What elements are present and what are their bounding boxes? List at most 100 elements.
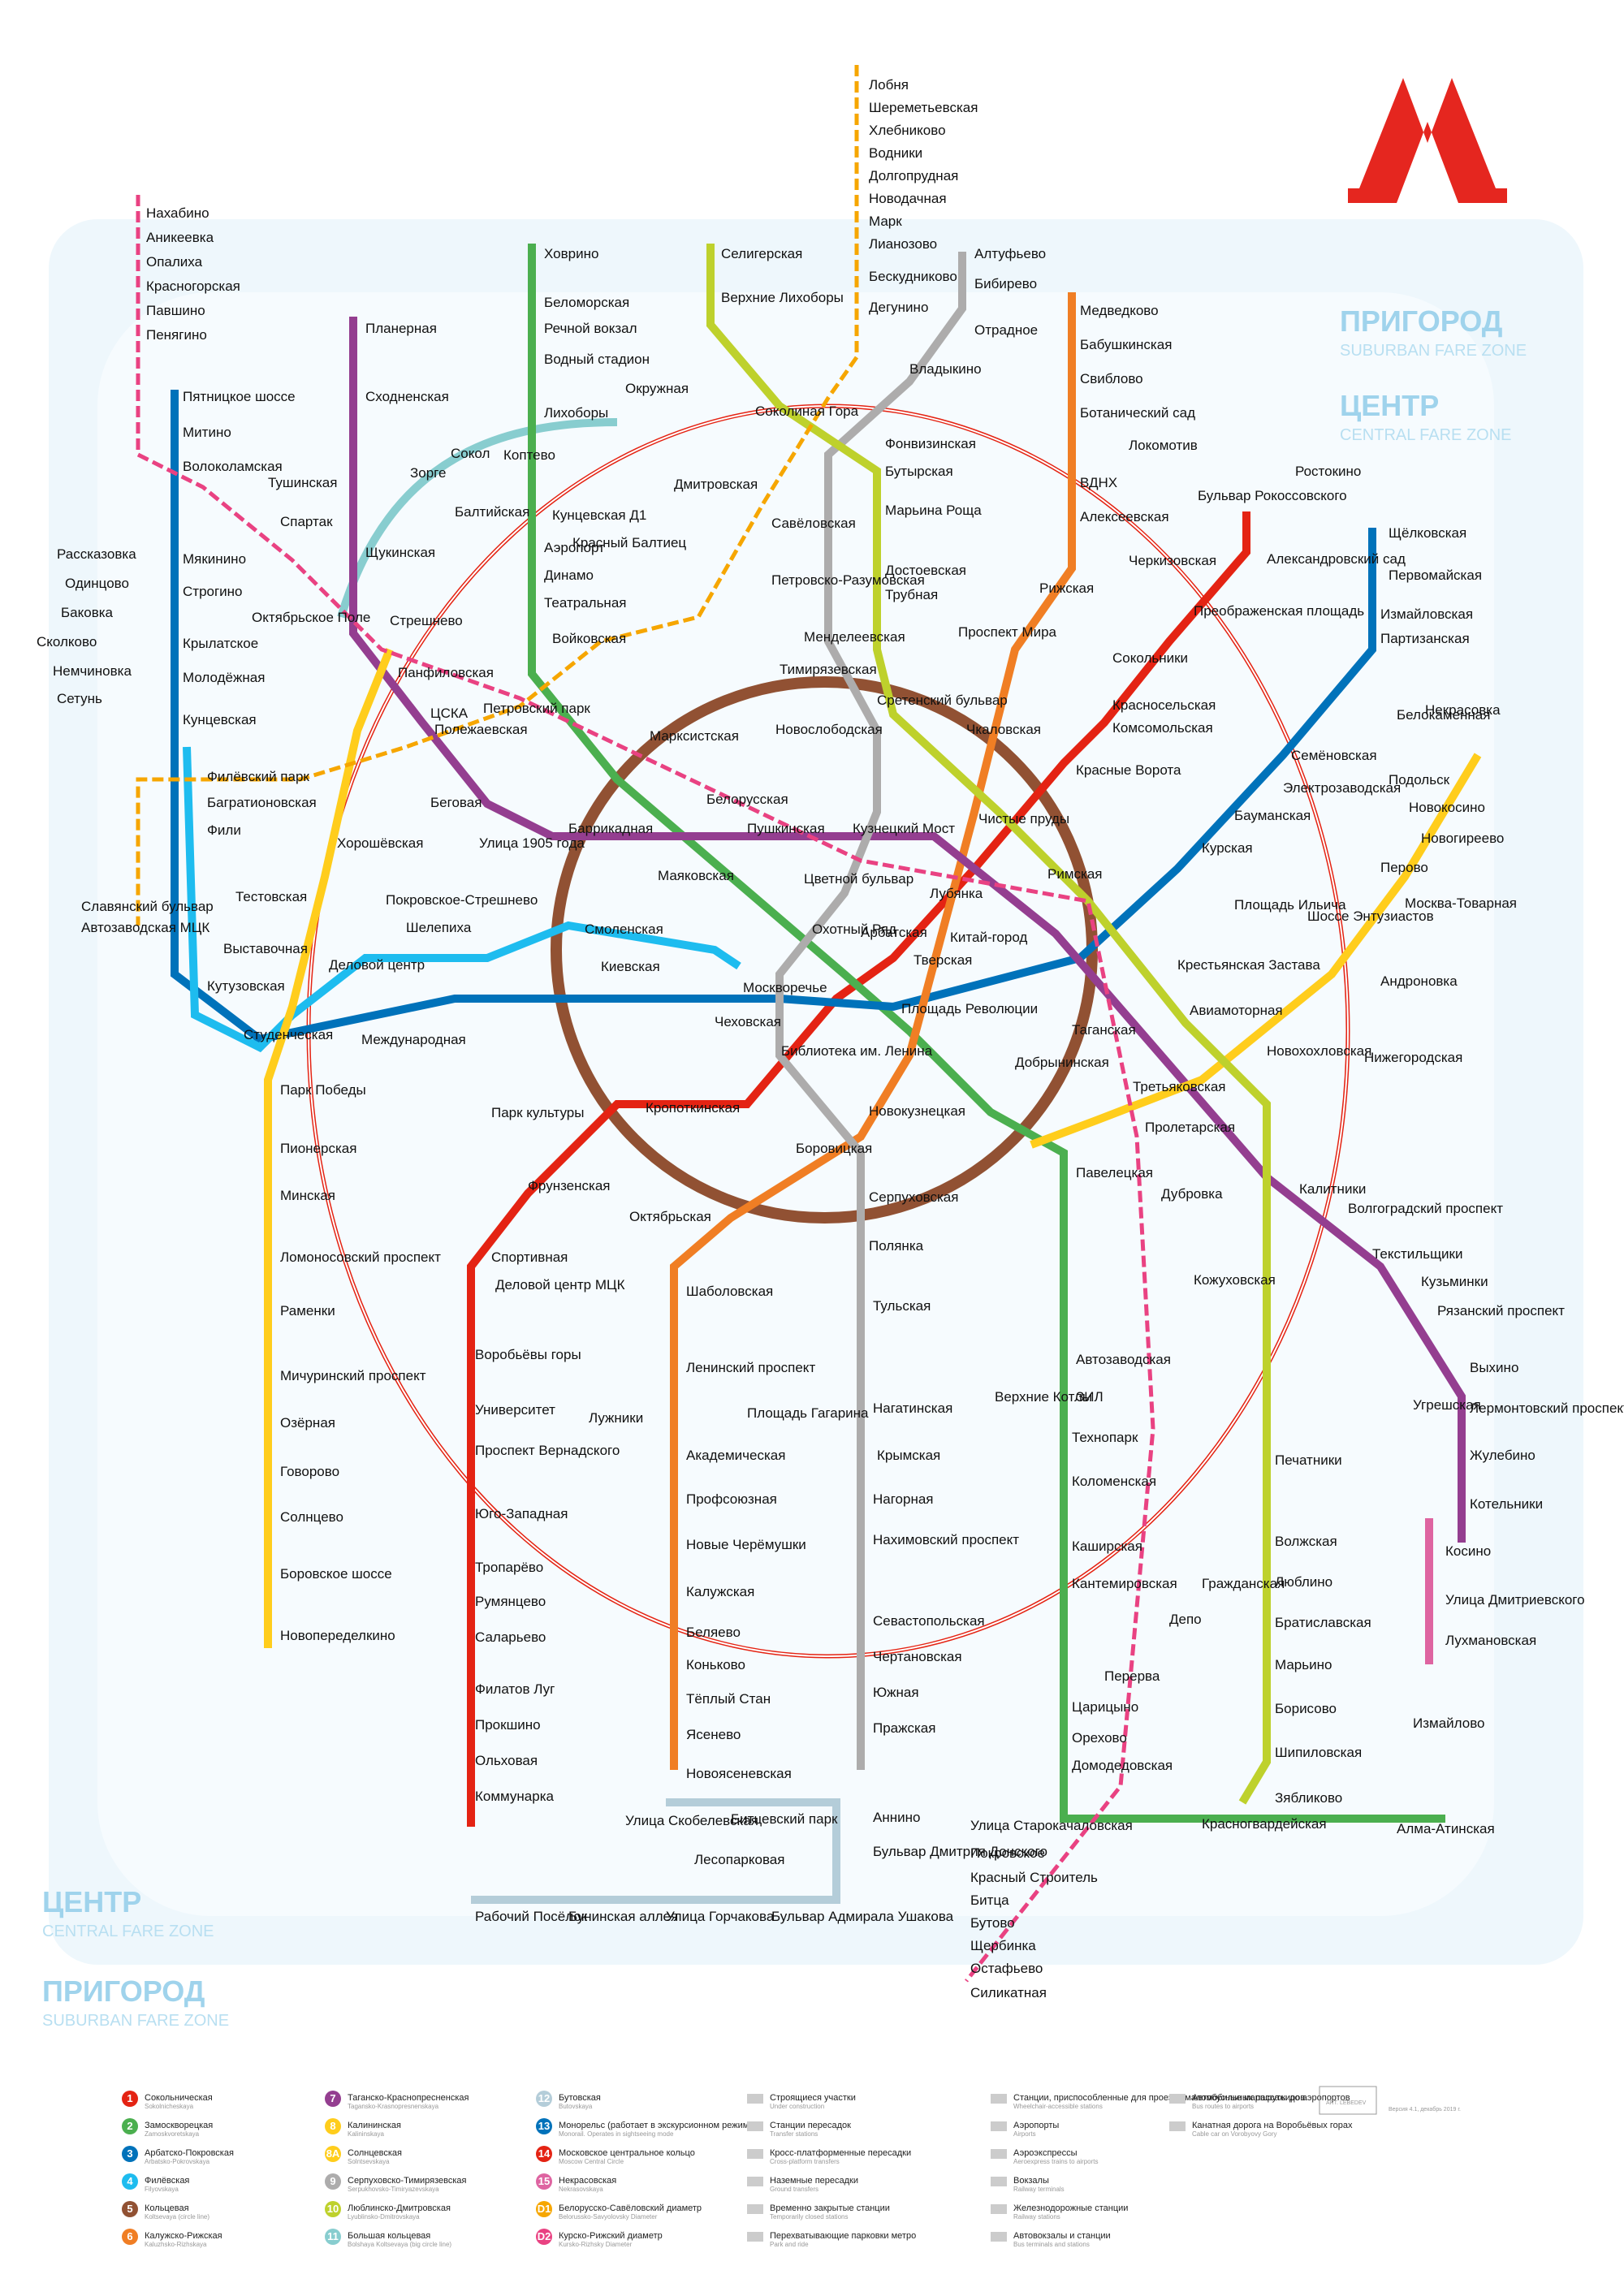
- station-label[interactable]: ЦСКА: [430, 706, 469, 721]
- station-label[interactable]: Комсомольская: [1112, 720, 1213, 736]
- station-label[interactable]: Добрынинская: [1015, 1055, 1109, 1070]
- station-label[interactable]: Сколково: [37, 634, 97, 650]
- station-label[interactable]: Шаболовская: [686, 1284, 773, 1299]
- station-label[interactable]: Первомайская: [1389, 568, 1482, 583]
- station-label[interactable]: Красные Ворота: [1076, 762, 1181, 778]
- station-label[interactable]: Проспект Мира: [958, 624, 1057, 640]
- station-label[interactable]: Пионерская: [280, 1141, 356, 1156]
- station-label[interactable]: Калитники: [1299, 1181, 1366, 1197]
- station-label[interactable]: Сретенский бульвар: [877, 693, 1008, 708]
- station-label[interactable]: Шелепиха: [406, 920, 472, 935]
- station-label[interactable]: Севастопольская: [873, 1613, 985, 1629]
- station-label[interactable]: Баррикадная: [568, 821, 653, 836]
- station-label[interactable]: Битца: [970, 1892, 1009, 1908]
- station-label[interactable]: Кузьминки: [1421, 1274, 1488, 1289]
- station-label[interactable]: Рабочий Посёлок: [475, 1909, 588, 1924]
- station-label[interactable]: Марьино: [1275, 1657, 1332, 1672]
- station-label[interactable]: Студенческая: [244, 1027, 333, 1042]
- station-label[interactable]: Тверская: [914, 952, 972, 968]
- station-label[interactable]: Улица Скобелевская: [625, 1813, 758, 1828]
- station-label[interactable]: Третьяковская: [1133, 1079, 1226, 1094]
- station-label[interactable]: Театральная: [544, 595, 627, 611]
- station-label[interactable]: Мякинино: [183, 551, 246, 567]
- station-label[interactable]: Бунинская аллея: [568, 1909, 678, 1924]
- station-label[interactable]: Таганская: [1072, 1022, 1136, 1038]
- station-label[interactable]: Улица Дмитриевского: [1445, 1592, 1585, 1608]
- station-label[interactable]: Красносельская: [1112, 697, 1216, 713]
- station-label[interactable]: Ботанический сад: [1080, 405, 1195, 421]
- station-label[interactable]: Белокаменная: [1397, 707, 1490, 723]
- station-label[interactable]: Нахимовский проспект: [873, 1532, 1019, 1547]
- station-label[interactable]: Полянка: [869, 1238, 924, 1254]
- station-label[interactable]: Баковка: [61, 605, 114, 620]
- station-label[interactable]: Андроновка: [1380, 973, 1458, 989]
- station-label[interactable]: Улица Старокачаловская: [970, 1818, 1133, 1833]
- station-label[interactable]: Покровское-Стрешнево: [386, 892, 538, 908]
- station-label[interactable]: Красногвардейская: [1202, 1816, 1327, 1832]
- station-label[interactable]: Гражданская: [1202, 1576, 1285, 1591]
- station-label[interactable]: Автозаводская: [1076, 1352, 1171, 1367]
- station-label[interactable]: Новые Черёмушки: [686, 1537, 806, 1552]
- station-label[interactable]: Селигерская: [721, 246, 802, 261]
- station-label[interactable]: Сокол: [451, 446, 490, 461]
- station-label[interactable]: Шоссе Энтузиастов: [1307, 908, 1434, 924]
- station-label[interactable]: Домодедовская: [1072, 1758, 1173, 1773]
- station-label[interactable]: Пушкинская: [747, 821, 825, 836]
- station-label[interactable]: Верхние Котлы: [995, 1389, 1092, 1405]
- station-label[interactable]: Охотный Ряд: [812, 921, 896, 937]
- station-label[interactable]: Тестовская: [235, 889, 307, 904]
- station-label[interactable]: Бутырская: [885, 464, 953, 479]
- station-label[interactable]: Волоколамская: [183, 459, 283, 474]
- station-label[interactable]: Силикатная: [970, 1985, 1047, 2000]
- station-label[interactable]: Тушинская: [268, 475, 337, 490]
- station-label[interactable]: Речной вокзал: [544, 321, 637, 336]
- station-label[interactable]: Боровицкая: [796, 1141, 872, 1156]
- station-label[interactable]: Сокольники: [1112, 650, 1188, 666]
- station-label[interactable]: Лесопарковая: [694, 1852, 784, 1867]
- station-label[interactable]: Говорово: [280, 1464, 339, 1479]
- station-label[interactable]: Чертановская: [873, 1649, 962, 1664]
- station-label[interactable]: Зябликово: [1275, 1790, 1342, 1806]
- station-label[interactable]: Подольск: [1389, 772, 1450, 788]
- station-label[interactable]: Трубная: [885, 587, 938, 602]
- station-label[interactable]: Покровское: [970, 1845, 1045, 1861]
- station-label[interactable]: Воробьёвы горы: [475, 1347, 581, 1362]
- station-label[interactable]: Ольховая: [475, 1753, 538, 1768]
- station-label[interactable]: Марк: [869, 214, 902, 229]
- station-label[interactable]: Владыкино: [909, 361, 982, 377]
- station-label[interactable]: Нагатинская: [873, 1400, 952, 1416]
- station-label[interactable]: ВДНХ: [1080, 475, 1117, 490]
- station-label[interactable]: Бибирево: [974, 276, 1037, 291]
- station-label[interactable]: Котельники: [1470, 1496, 1543, 1512]
- station-label[interactable]: Шипиловская: [1275, 1745, 1362, 1760]
- station-label[interactable]: Щербинка: [970, 1938, 1036, 1953]
- station-label[interactable]: Москва-Товарная: [1405, 896, 1517, 911]
- station-label[interactable]: Площадь Гагарина: [747, 1405, 869, 1421]
- station-label[interactable]: Павшино: [146, 303, 205, 318]
- station-label[interactable]: Орехово: [1072, 1730, 1127, 1746]
- station-label[interactable]: Багратионовская: [207, 795, 317, 810]
- station-label[interactable]: Маяковская: [658, 868, 734, 883]
- station-label[interactable]: Электрозаводская: [1283, 780, 1401, 796]
- station-label[interactable]: Чкаловская: [966, 722, 1041, 737]
- station-label[interactable]: Беломорская: [544, 295, 629, 310]
- station-label[interactable]: Раменки: [280, 1303, 335, 1318]
- station-label[interactable]: Беговая: [430, 795, 482, 810]
- station-label[interactable]: Депо: [1169, 1612, 1202, 1627]
- station-label[interactable]: Библиотека им. Ленина: [781, 1043, 933, 1059]
- station-label[interactable]: Люблино: [1275, 1574, 1332, 1590]
- station-label[interactable]: Текстильщики: [1372, 1246, 1463, 1262]
- station-label[interactable]: Рязанский проспект: [1437, 1303, 1565, 1318]
- station-label[interactable]: Международная: [361, 1032, 466, 1047]
- station-label[interactable]: Крымская: [877, 1448, 940, 1463]
- station-label[interactable]: Славянский бульвар: [81, 899, 214, 914]
- station-label[interactable]: Бескудниково: [869, 269, 957, 284]
- station-label[interactable]: Тимирязевская: [780, 662, 877, 677]
- station-label[interactable]: Ясенево: [686, 1727, 741, 1742]
- station-label[interactable]: Арбатская: [861, 925, 927, 940]
- station-label[interactable]: Лобня: [869, 77, 909, 93]
- station-label[interactable]: Петровско-Разумовская: [771, 572, 925, 588]
- station-label[interactable]: Чистые пруды: [978, 811, 1069, 826]
- station-label[interactable]: Кунцевская: [183, 712, 257, 727]
- station-label[interactable]: Ленинский проспект: [686, 1360, 815, 1375]
